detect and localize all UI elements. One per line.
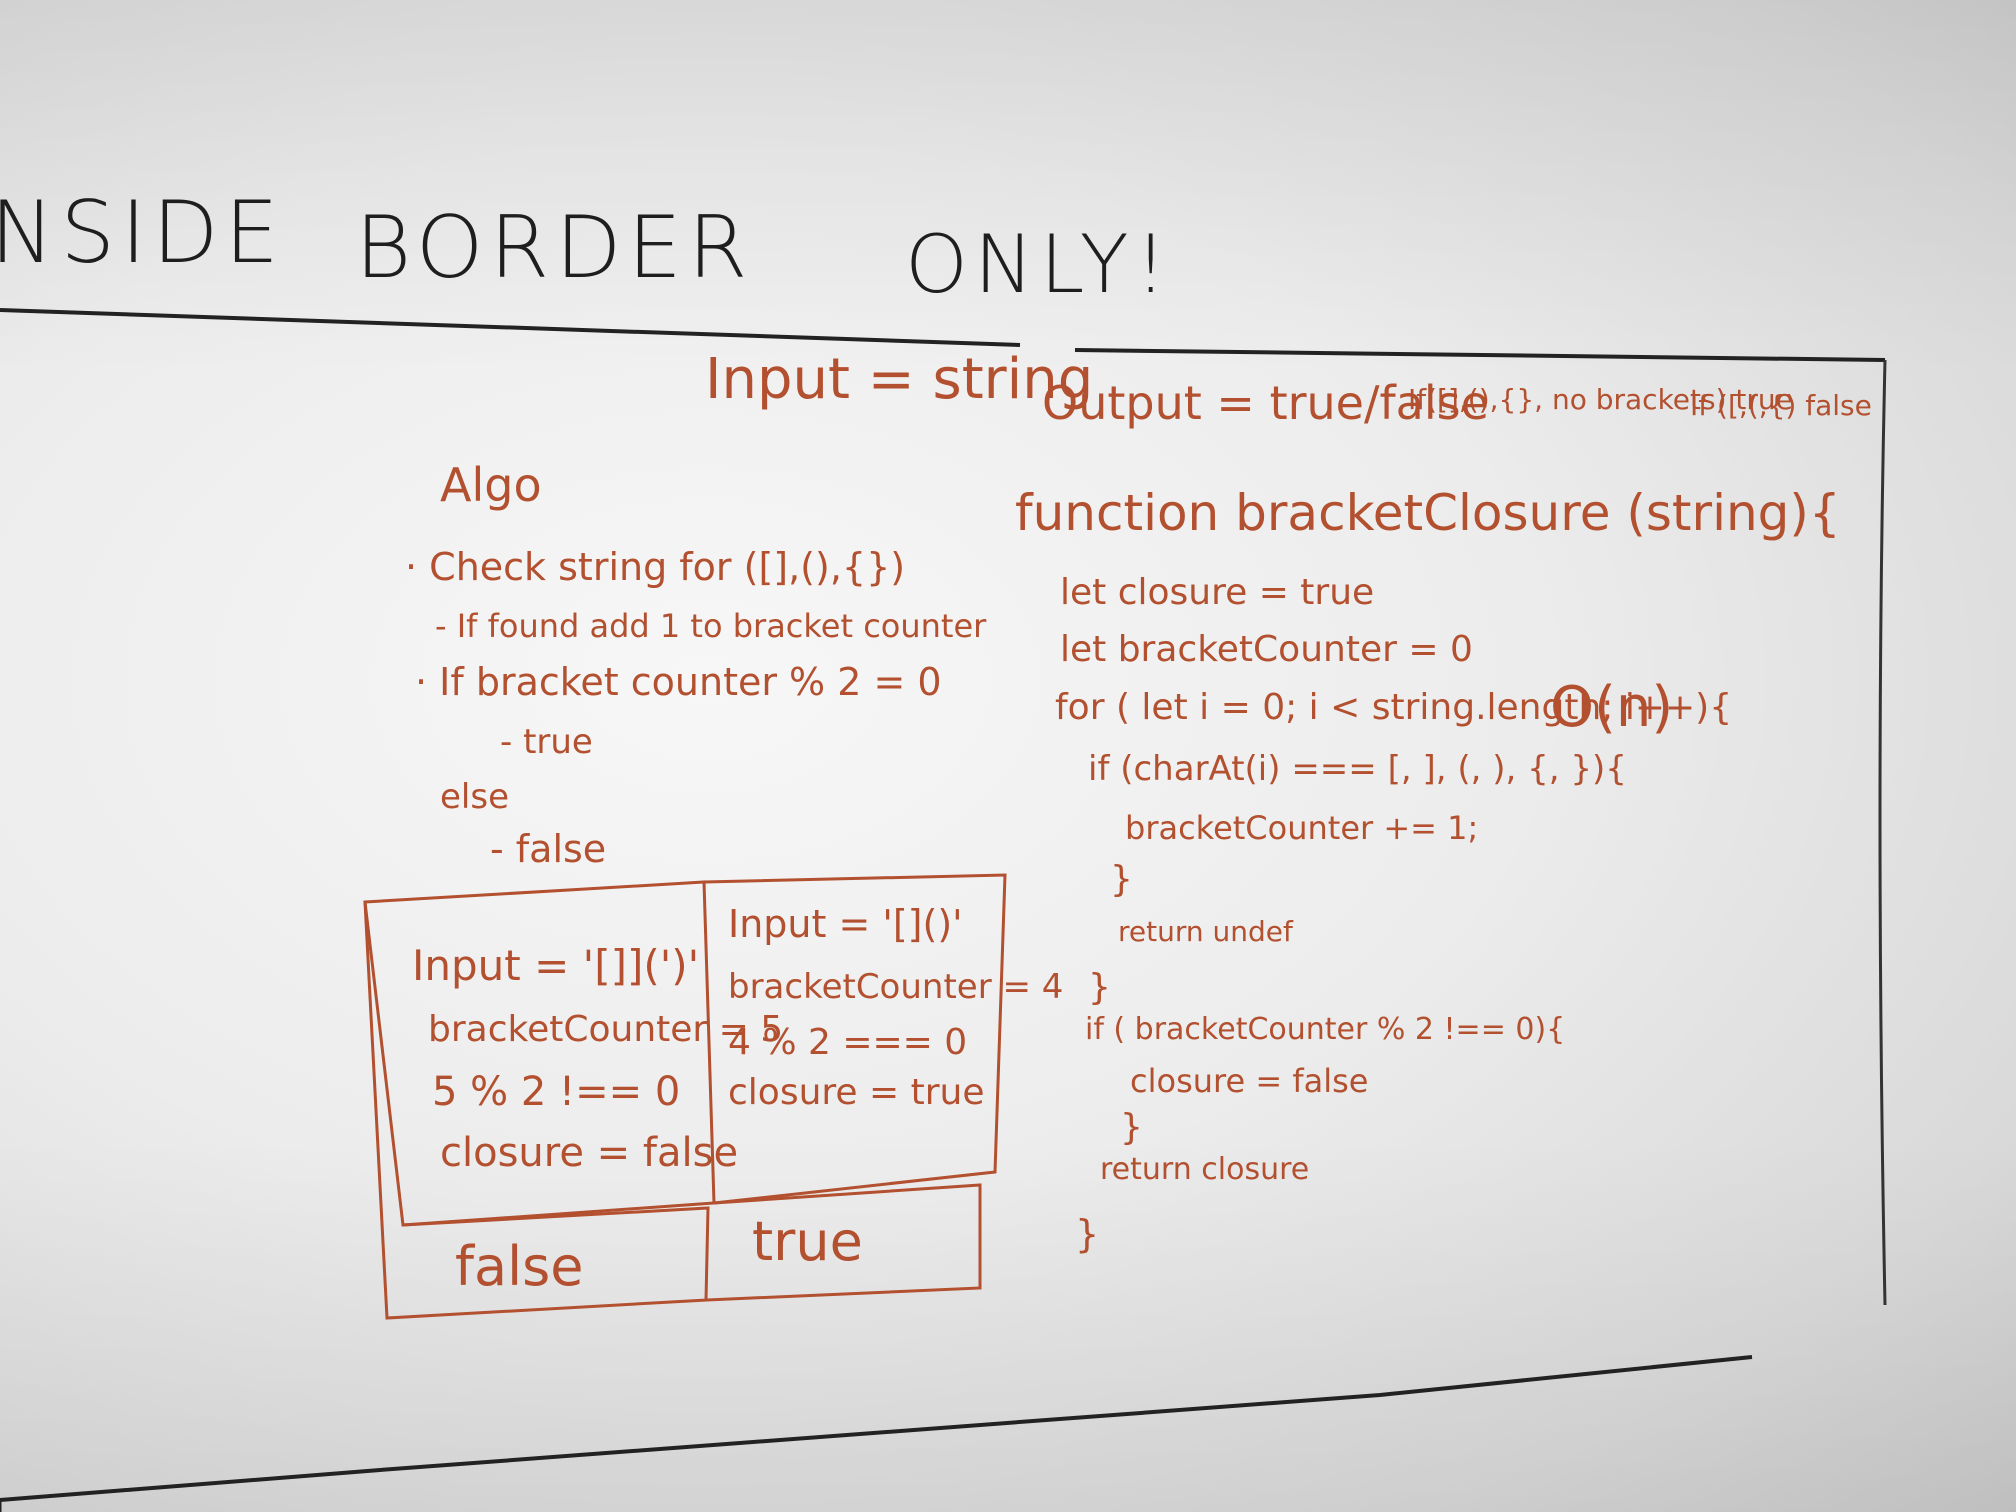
example-false-line-1: Input = '[]](')' — [412, 941, 700, 990]
code-line-11: } — [1120, 1107, 1143, 1148]
code-line-10: closure = false — [1130, 1062, 1369, 1100]
code-line-12: return closure — [1100, 1152, 1310, 1187]
box-result-divider — [402, 1206, 710, 1301]
io-rule-true: If([],(),{}, no brackets) true — [1408, 383, 1793, 416]
code-line-7: return undef — [1118, 915, 1293, 948]
example-false-line-2: bracketCounter = 5 — [428, 1009, 784, 1050]
code-line-13: } — [1075, 1212, 1100, 1256]
example-true-result: true — [752, 1210, 863, 1273]
code-line-1: let closure = true — [1060, 572, 1375, 613]
code-line-6: } — [1110, 859, 1133, 900]
example-true-line-1: Input = '[]()' — [728, 902, 963, 946]
code-line-8: } — [1088, 967, 1111, 1008]
algo-line-6: - false — [490, 827, 607, 871]
example-false-line-4: closure = false — [440, 1130, 739, 1176]
io-rule-false: If ([,(,{) false — [1690, 389, 1872, 422]
code-line-2: let bracketCounter = 0 — [1060, 629, 1473, 670]
io-output: Output = true/false — [1042, 376, 1489, 430]
border-right — [1878, 359, 1887, 1306]
algo-line-5: else — [440, 777, 509, 817]
example-false-line-3: 5 % 2 !== 0 — [432, 1069, 681, 1115]
code-line-3: for ( let i = 0; i < string.length; i++)… — [1055, 687, 1733, 728]
border-top-right — [1074, 348, 1886, 362]
code-line-5: bracketCounter += 1; — [1125, 809, 1479, 847]
code-signature: function bracketClosure (string){ — [1015, 484, 1841, 542]
example-true-line-4: closure = true — [728, 1072, 985, 1113]
example-true-line-2: bracketCounter = 4 — [728, 967, 1064, 1007]
algo-line-2: - If found add 1 to bracket counter — [435, 607, 987, 645]
box-true-result — [706, 1183, 982, 1302]
algo-line-1: · Check string for ([],(),{}) — [405, 545, 906, 589]
example-true-line-3: 4 % 2 === 0 — [728, 1022, 968, 1063]
code-line-9: if ( bracketCounter % 2 !== 0){ — [1085, 1012, 1566, 1047]
code-line-4: if (charAt(i) === [, ], (, ), {, }){ — [1088, 749, 1627, 789]
code-complexity: O(n) — [1550, 675, 1674, 740]
algo-line-4: - true — [500, 722, 593, 762]
box-false-outer — [363, 901, 708, 1320]
io-input: Input = string — [705, 347, 1094, 412]
border-top-left — [0, 308, 1021, 347]
algo-line-3: · If bracket counter % 2 = 0 — [415, 660, 942, 704]
example-false-result: false — [455, 1235, 584, 1298]
header-word-only: ONLY! — [905, 218, 1173, 311]
box-true-frame — [703, 873, 1007, 1205]
algo-title: Algo — [440, 458, 542, 512]
border-bottom — [0, 1355, 1753, 1502]
header-word-inside: NSIDE — [0, 183, 285, 283]
header-word-border: BORDER — [355, 198, 754, 298]
